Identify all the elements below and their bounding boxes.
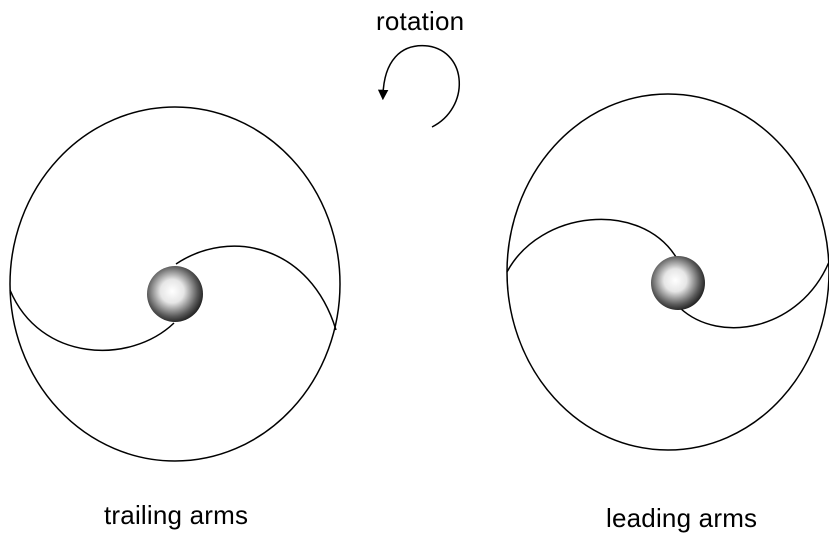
trailing-arms-galaxy bbox=[9, 106, 341, 462]
trailing-arms-label: trailing arms bbox=[104, 500, 249, 530]
galaxy-nucleus bbox=[651, 256, 705, 310]
spiral-arm-lower bbox=[9, 289, 175, 352]
leading-arms-label: leading arms bbox=[606, 503, 758, 533]
spiral-arm-lower bbox=[679, 261, 829, 329]
rotation-label: rotation bbox=[376, 6, 465, 36]
spiral-arm-upper bbox=[506, 218, 677, 273]
galaxy-nucleus bbox=[147, 266, 203, 322]
rotation-arrow-icon bbox=[377, 45, 460, 128]
spiral-arm-upper bbox=[175, 245, 337, 331]
galaxy-disk-outline bbox=[9, 106, 341, 462]
leading-arms-galaxy bbox=[506, 93, 829, 451]
